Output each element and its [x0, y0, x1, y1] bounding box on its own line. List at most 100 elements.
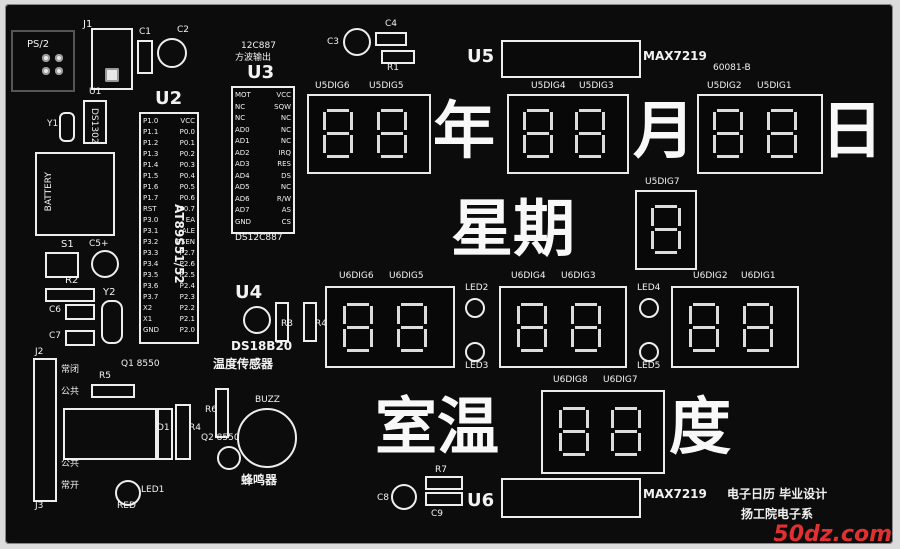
led2-label: LED2 — [465, 283, 489, 293]
segment — [347, 349, 369, 352]
segment — [767, 112, 770, 130]
j2-label: J2 — [35, 347, 44, 357]
segment — [767, 135, 770, 153]
u6dig2-label: U6DIG2 — [693, 271, 728, 281]
y2-label: Y2 — [103, 287, 116, 298]
q1-label: Q1 8550 — [121, 359, 160, 369]
segment — [615, 430, 637, 433]
led4-label: LED4 — [637, 283, 661, 293]
segment — [527, 155, 549, 158]
led1-outline — [115, 480, 141, 506]
r1-outline — [381, 50, 415, 64]
segment — [521, 326, 543, 329]
u6dig8-label: U6DIG8 — [553, 375, 588, 385]
u6-chip — [501, 478, 641, 518]
pin-label: P1.6 — [143, 183, 159, 191]
pin-label: CS — [281, 217, 291, 226]
segment — [521, 303, 543, 306]
segment — [602, 112, 605, 130]
xingqi-chars: 星期 — [451, 192, 576, 265]
pin-label: P0.6 — [179, 194, 195, 202]
pin-label: AD5 — [235, 183, 250, 191]
segment — [381, 155, 403, 158]
segment — [563, 453, 585, 456]
pcb-board: PS/2 J1 C1 C2 Y1 U1 DS1302 BATTERY S1 C5… — [5, 4, 893, 544]
segment — [611, 410, 614, 428]
pin-label: P2.3 — [179, 293, 195, 301]
j1-connector — [91, 28, 133, 90]
du-char: 度 — [669, 390, 732, 463]
q2-label: Q2 8550 — [201, 433, 240, 443]
seven-seg-digit — [393, 302, 431, 352]
pin-label: P1.2 — [143, 139, 159, 147]
segment — [586, 410, 589, 428]
u5dig4-label: U5DIG4 — [531, 81, 566, 91]
c6-outline — [65, 304, 95, 320]
pin-label: P2.6 — [179, 260, 195, 268]
pin-label: P2.7 — [179, 249, 195, 257]
segment — [571, 329, 574, 347]
u6dig6-label: U6DIG6 — [339, 271, 374, 281]
c7-label: C7 — [49, 331, 62, 341]
pin — [42, 54, 50, 62]
j3-label: J3 — [35, 501, 44, 511]
u5dig1-label: U5DIG1 — [757, 81, 792, 91]
pin-label: P1.4 — [143, 161, 159, 169]
display-u6-dig6-5 — [325, 286, 455, 368]
segment — [794, 112, 797, 130]
c6-label: C6 — [49, 305, 62, 315]
segment — [527, 109, 549, 112]
segment — [350, 135, 353, 153]
segment — [693, 326, 715, 329]
pin-label: PSEN — [176, 238, 195, 246]
r3-label: R3 — [281, 319, 293, 329]
pin-label: P3.3 — [143, 249, 159, 257]
segment — [343, 306, 346, 324]
led2-outline — [465, 298, 485, 318]
j1-label: J1 — [83, 19, 93, 30]
pin-label: AD7 — [235, 206, 250, 214]
segment — [689, 306, 692, 324]
month-char: 月 — [633, 94, 696, 167]
segment — [717, 132, 739, 135]
gonggong-label: 公共 — [61, 459, 80, 469]
pin-label: P0.4 — [179, 172, 195, 180]
display-u5-dig2-1 — [697, 94, 823, 174]
seven-seg-digit — [607, 406, 645, 456]
pin-label: DS — [281, 171, 291, 180]
pin-label: AD3 — [235, 160, 250, 168]
gonggong-label: 公共 — [61, 387, 80, 397]
seven-seg-digit — [709, 108, 747, 158]
u4-outline — [243, 306, 271, 334]
segment — [517, 306, 520, 324]
u5dig5-label: U5DIG5 — [369, 81, 404, 91]
r2-outline — [45, 288, 95, 302]
pin-label: RST — [143, 205, 157, 213]
ps2-connector — [11, 30, 75, 92]
ps2-label: PS/2 — [27, 39, 50, 50]
r4-label: R4 — [315, 319, 327, 329]
segment — [655, 205, 677, 208]
pin — [42, 67, 50, 75]
segment — [327, 132, 349, 135]
u5dig7-label: U5DIG7 — [645, 177, 680, 187]
segment — [323, 112, 326, 130]
r4b-label: R4 — [189, 423, 201, 433]
pin-label: RES — [277, 160, 291, 168]
max7219a-label: MAX7219 — [643, 49, 707, 63]
seven-seg-digit — [685, 302, 723, 352]
segment — [550, 135, 553, 153]
segment — [381, 132, 403, 135]
r2-label: R2 — [65, 275, 79, 286]
shiwen-chars: 室温 — [375, 390, 500, 463]
d1-label: D1 — [157, 423, 170, 433]
segment — [401, 349, 423, 352]
pin-label: NC — [235, 102, 246, 111]
relay-terminal — [33, 358, 57, 502]
r7-label: R7 — [435, 465, 447, 475]
u5dig6-label: U5DIG6 — [315, 81, 350, 91]
segment — [521, 349, 543, 352]
segment — [747, 326, 769, 329]
segment — [401, 303, 423, 306]
segment — [377, 112, 380, 130]
